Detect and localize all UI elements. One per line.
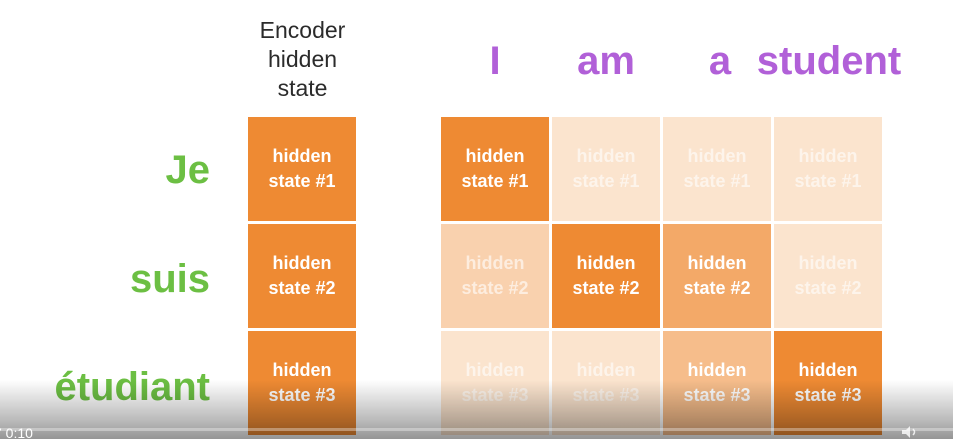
attention-cell-r3-c1: hidden state #3 bbox=[441, 331, 549, 435]
attention-cell-r2-c1-line2: state #2 bbox=[461, 278, 529, 298]
target-word-i: I bbox=[489, 39, 501, 83]
encoder-hidden-state-label: Encoder hidden state bbox=[245, 16, 360, 103]
encoder-state-1-line2: state #1 bbox=[268, 171, 336, 191]
attention-cell-r3-c4: hidden state #3 bbox=[774, 331, 882, 435]
encoder-state-2-line1: hidden bbox=[272, 253, 332, 273]
attention-cell-r2-c1-line1: hidden bbox=[465, 253, 525, 273]
attention-cell-r1-c1: hidden state #1 bbox=[441, 117, 549, 221]
attention-cell-r2-c3-line2: state #2 bbox=[683, 278, 751, 298]
encoder-label-line-1: Encoder bbox=[259, 17, 346, 43]
attention-cell-r1-c3: hidden state #1 bbox=[663, 117, 771, 221]
encoder-state-2: hidden state #2 bbox=[248, 224, 356, 328]
progress-bar[interactable] bbox=[0, 428, 953, 431]
attention-cell-r1-c1-line1: hidden bbox=[465, 146, 525, 166]
attention-cell-r3-c2: hidden state #3 bbox=[552, 331, 660, 435]
attention-cell-r3-c2-line1: hidden bbox=[576, 360, 636, 380]
attention-cell-r3-c3-line1: hidden bbox=[687, 360, 747, 380]
attention-cell-r3-c4-line2: state #3 bbox=[794, 385, 862, 405]
attention-cell-r1-c2: hidden state #1 bbox=[552, 117, 660, 221]
source-word-suis: suis bbox=[129, 257, 210, 301]
attention-cell-r1-c2-line1: hidden bbox=[576, 146, 636, 166]
target-word-a: a bbox=[708, 39, 732, 83]
encoder-label-line-2: hidden bbox=[267, 46, 338, 72]
attention-cell-r1-c3-line1: hidden bbox=[687, 146, 747, 166]
encoder-state-3-line2: state #3 bbox=[268, 385, 336, 405]
encoder-state-3-line1: hidden bbox=[272, 360, 332, 380]
attention-cell-r2-c2-line1: hidden bbox=[576, 253, 636, 273]
encoder-state-1: hidden state #1 bbox=[248, 117, 356, 221]
attention-cell-r2-c4-line1: hidden bbox=[798, 253, 858, 273]
attention-cell-r1-c4-line2: state #1 bbox=[794, 171, 862, 191]
attention-cell-r1-c4: hidden state #1 bbox=[774, 117, 882, 221]
target-word-am: am bbox=[577, 39, 635, 83]
encoder-state-3: hidden state #3 bbox=[248, 331, 356, 435]
attention-cell-r1-c1-line2: state #1 bbox=[461, 171, 529, 191]
encoder-state-1-line1: hidden bbox=[272, 146, 332, 166]
source-word-etudiant: étudiant bbox=[54, 365, 210, 409]
attention-cell-r2-c1: hidden state #2 bbox=[441, 224, 549, 328]
encoder-label-line-3: state bbox=[277, 75, 328, 101]
attention-cell-r2-c3-line1: hidden bbox=[687, 253, 747, 273]
source-word-je: Je bbox=[165, 148, 211, 192]
attention-cell-r2-c4-line2: state #2 bbox=[794, 278, 862, 298]
attention-cell-r2-c4: hidden state #2 bbox=[774, 224, 882, 328]
attention-cell-r2-c3: hidden state #2 bbox=[663, 224, 771, 328]
attention-cell-r1-c4-line1: hidden bbox=[798, 146, 858, 166]
attention-cell-r3-c1-line2: state #3 bbox=[461, 385, 529, 405]
attention-cell-r2-c2: hidden state #2 bbox=[552, 224, 660, 328]
attention-cell-r1-c3-line2: state #1 bbox=[683, 171, 751, 191]
attention-cell-r2-c2-line2: state #2 bbox=[572, 278, 640, 298]
attention-cell-r3-c3-line2: state #3 bbox=[683, 385, 751, 405]
volume-icon[interactable] bbox=[900, 425, 920, 439]
encoder-state-2-line2: state #2 bbox=[268, 278, 336, 298]
time-readout: 7 0:10 bbox=[0, 425, 33, 441]
attention-cell-r3-c1-line1: hidden bbox=[465, 360, 525, 380]
attention-cell-r3-c3: hidden state #3 bbox=[663, 331, 771, 435]
attention-cell-r3-c2-line2: state #3 bbox=[572, 385, 640, 405]
target-word-student: student bbox=[756, 39, 902, 83]
attention-cell-r1-c2-line2: state #1 bbox=[572, 171, 640, 191]
attention-cell-r3-c4-line1: hidden bbox=[798, 360, 858, 380]
